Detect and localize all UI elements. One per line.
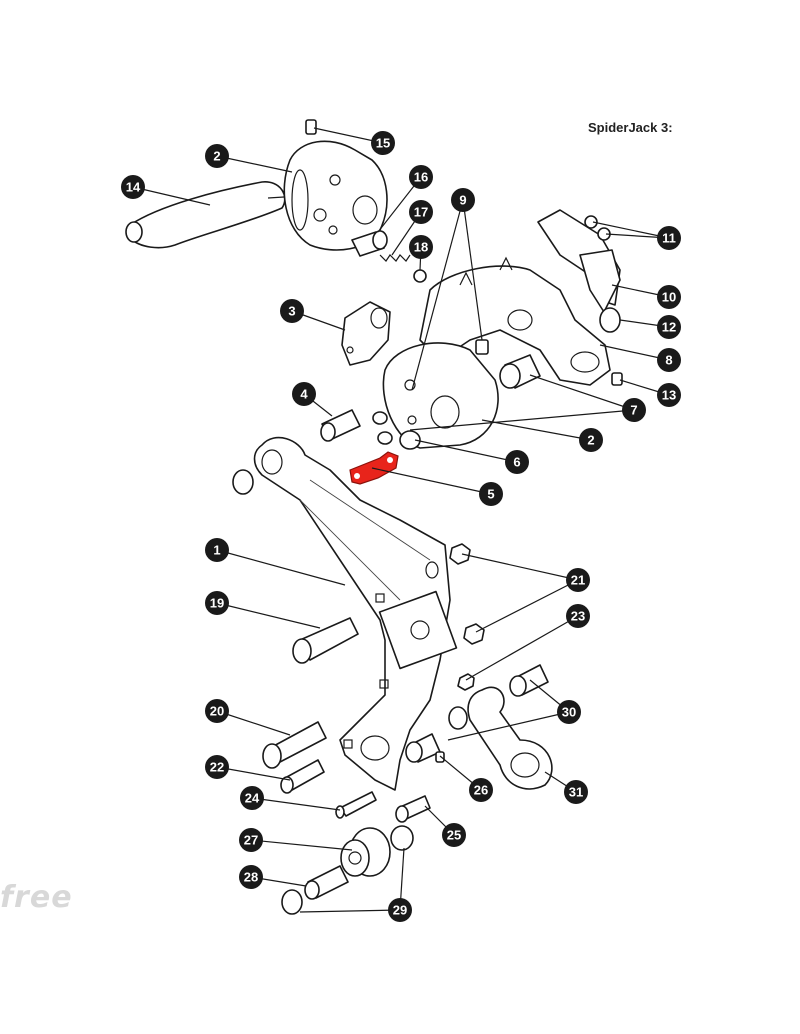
part-oring: [232, 469, 254, 495]
callout-label: 18: [414, 240, 428, 255]
part-lower-clamp: [405, 664, 553, 790]
callout-29: 29: [388, 898, 412, 922]
callout-label: 13: [662, 388, 676, 403]
callout-2-lower: 2: [579, 428, 603, 452]
part-pin-19: [292, 617, 359, 664]
callout-label: 21: [571, 573, 585, 588]
callout-8: 8: [657, 348, 681, 372]
callout-24: 24: [240, 786, 264, 810]
part-pin-22: [280, 759, 325, 794]
callout-3: 3: [280, 299, 304, 323]
part-cam-3: [341, 301, 391, 366]
callout-20: 20: [205, 699, 229, 723]
callout-14: 14: [121, 175, 145, 199]
watermark-logo: free: [0, 880, 73, 915]
callout-label: 22: [210, 760, 224, 775]
part-clamp-body: [419, 256, 611, 386]
part-washers-6: [372, 411, 421, 450]
callout-13: 13: [657, 383, 681, 407]
callout-4: 4: [292, 382, 316, 406]
callout-30: 30: [557, 700, 581, 724]
callout-2-upper: 2: [205, 144, 229, 168]
callout-22: 22: [205, 755, 229, 779]
callout-19: 19: [205, 591, 229, 615]
callout-6: 6: [505, 450, 529, 474]
callout-16: 16: [409, 165, 433, 189]
part-set-screw: [305, 119, 317, 135]
callout-9: 9: [451, 188, 475, 212]
callout-label: 20: [210, 704, 224, 719]
callout-18: 18: [409, 235, 433, 259]
part-bushing-7: [499, 354, 623, 389]
part-hub-lower: [382, 342, 499, 449]
callout-15: 15: [371, 131, 395, 155]
part-lower-stack: [281, 795, 431, 915]
callout-label: 27: [244, 833, 258, 848]
callout-31: 31: [564, 780, 588, 804]
callout-26: 26: [469, 778, 493, 802]
callout-5: 5: [479, 482, 503, 506]
part-pin-assembly: [351, 230, 427, 283]
callout-21: 21: [566, 568, 590, 592]
part-nuts-21: [449, 543, 485, 691]
callout-1: 1: [205, 538, 229, 562]
callout-label: 14: [126, 180, 141, 195]
callout-28: 28: [239, 865, 263, 889]
callout-label: 26: [474, 783, 488, 798]
diagram-title: SpiderJack 3:: [588, 120, 673, 135]
callout-label: 24: [245, 791, 260, 806]
callout-label: 9: [459, 193, 466, 208]
callout-badges: 1 2 2 3 4 5 6 7 8 9 10 11 12 13 14 15 16…: [121, 131, 681, 922]
callout-label: 7: [630, 403, 637, 418]
callout-label: 3: [288, 304, 295, 319]
callout-7: 7: [622, 398, 646, 422]
callout-label: 10: [662, 290, 676, 305]
callout-label: 28: [244, 870, 258, 885]
part-bracket-upper-right: [537, 209, 621, 333]
callout-23: 23: [566, 604, 590, 628]
callout-10: 10: [657, 285, 681, 309]
part-pin-4: [320, 409, 361, 442]
callout-label: 23: [571, 609, 585, 624]
callout-label: 11: [662, 231, 676, 246]
callout-27: 27: [239, 828, 263, 852]
callout-label: 5: [487, 487, 494, 502]
callout-label: 31: [569, 785, 583, 800]
callout-label: 16: [414, 170, 428, 185]
callout-label: 6: [513, 455, 520, 470]
callout-label: 1: [213, 543, 220, 558]
callout-label: 2: [587, 433, 594, 448]
callout-label: 17: [414, 205, 428, 220]
callout-label: 2: [213, 149, 220, 164]
callout-label: 19: [210, 596, 224, 611]
callout-label: 29: [393, 903, 407, 918]
callout-label: 15: [376, 136, 390, 151]
callout-label: 30: [562, 705, 576, 720]
callout-12: 12: [657, 315, 681, 339]
callout-label: 4: [300, 387, 308, 402]
part-frame-main: [253, 436, 458, 791]
callout-label: 12: [662, 320, 676, 335]
callout-11: 11: [657, 226, 681, 250]
callout-label: 8: [665, 353, 672, 368]
callout-label: 25: [447, 828, 461, 843]
callout-25: 25: [442, 823, 466, 847]
part-pin-20: [262, 721, 327, 769]
callout-17: 17: [409, 200, 433, 224]
part-bolt-24: [335, 791, 377, 819]
